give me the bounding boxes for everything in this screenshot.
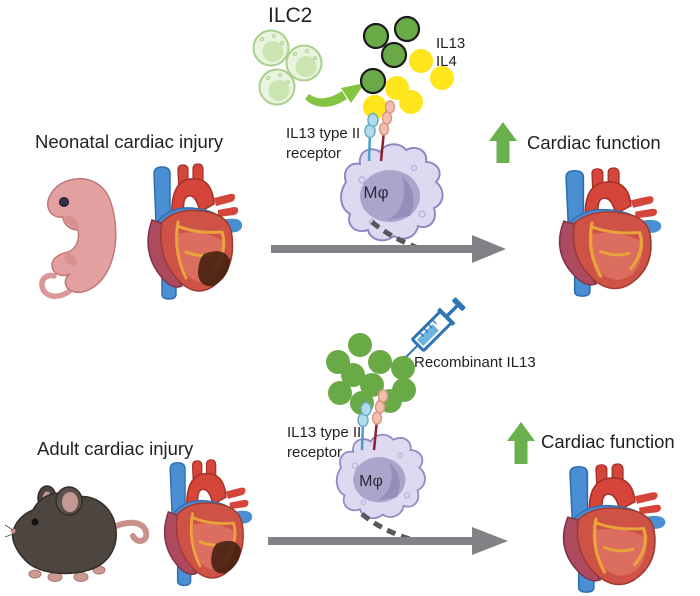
recovered-heart-adult-icon — [561, 462, 667, 594]
il4-cytokine-dots-icon — [363, 49, 454, 119]
recovered-heart-neonatal-icon — [557, 166, 663, 298]
progression-arrow-bottom — [268, 527, 508, 555]
receptor-label-top: IL13 type II receptor — [286, 124, 381, 164]
injured-heart-neonatal-icon — [146, 162, 244, 301]
il4-label: IL4 — [436, 53, 457, 70]
adult-mouse-icon — [4, 485, 150, 582]
il13-cytokine-dots-icon — [359, 15, 421, 95]
progression-arrow-top — [271, 235, 506, 263]
receptor-label-bottom-line2: receptor — [287, 444, 343, 461]
recombinant-il13-dots-icon — [326, 333, 416, 415]
receptor-label-top-line1: IL13 type II — [286, 125, 361, 142]
neonatal-section-title: Neonatal cardiac injury — [35, 131, 224, 152]
signal-dashed-line-bottom — [360, 512, 417, 544]
recombinant-il13-label: Recombinant IL13 — [414, 354, 536, 371]
up-arrow-icon-bottom — [507, 422, 535, 464]
receptor-label-bottom-line1: IL13 type II — [287, 424, 362, 441]
secretion-curved-arrow-icon — [305, 83, 365, 107]
adult-section-title: Adult cardiac injury — [37, 438, 194, 459]
receptor-label-top-line2: receptor — [286, 145, 342, 162]
neonatal-mouse-icon — [39, 178, 117, 299]
macrophage-label-bottom: Mφ — [359, 473, 383, 490]
cardiac-function-label-bottom: Cardiac function — [541, 431, 675, 452]
injured-heart-adult-icon — [163, 458, 254, 587]
il13-label: IL13 — [436, 35, 466, 52]
ilc2-cells-icon — [252, 29, 323, 106]
macrophage-label-top: Mφ — [363, 183, 388, 202]
receptor-label-bottom: IL13 type II receptor — [287, 423, 382, 463]
ilc2-label: ILC2 — [268, 4, 313, 27]
up-arrow-icon-top — [489, 122, 517, 163]
cardiac-function-label-top: Cardiac function — [527, 132, 661, 153]
